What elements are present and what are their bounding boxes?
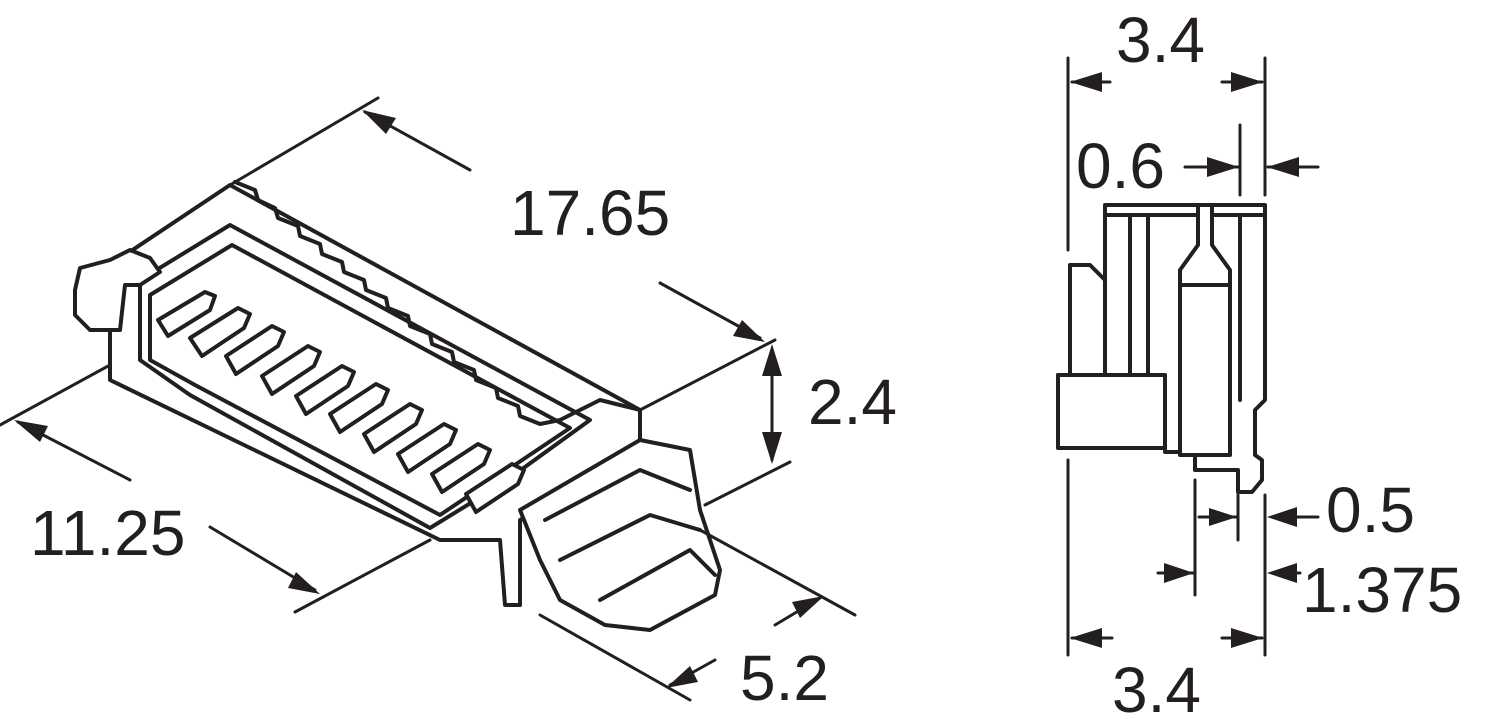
contact bbox=[362, 402, 424, 454]
dim-label-5-2: 5.2 bbox=[740, 642, 829, 714]
ext-line-bottom bbox=[703, 460, 792, 507]
arrow-head bbox=[1070, 72, 1102, 92]
dim-17-65: 17.65 bbox=[228, 96, 777, 412]
contact bbox=[464, 462, 526, 514]
side-contact-pin bbox=[1178, 203, 1232, 457]
arrow-head bbox=[1231, 72, 1263, 92]
dim-2-4: 2.4 bbox=[703, 344, 897, 507]
arrow-head bbox=[792, 596, 824, 618]
dim-label-1-375: 1.375 bbox=[1302, 554, 1462, 626]
contact bbox=[430, 442, 492, 494]
arrow-head bbox=[288, 572, 320, 594]
ext-line-right bbox=[698, 528, 857, 617]
dim-3-4-bottom: 3.4 bbox=[1066, 458, 1264, 719]
arrow-head bbox=[1207, 157, 1239, 177]
ext-line-left bbox=[0, 363, 112, 427]
dim-label-11-25: 11.25 bbox=[30, 497, 185, 569]
contact bbox=[188, 306, 252, 358]
arrow-head bbox=[762, 432, 782, 464]
arrow-head bbox=[762, 344, 782, 376]
dim-5-2: 5.2 bbox=[538, 528, 857, 714]
actuator-ridge-1 bbox=[543, 468, 692, 522]
arrow-head bbox=[14, 420, 48, 442]
contact bbox=[396, 422, 458, 474]
side-profile bbox=[1056, 203, 1267, 494]
housing-cavity-inner bbox=[148, 243, 572, 517]
contacts bbox=[156, 290, 526, 514]
dim-label-17-65: 17.65 bbox=[510, 177, 670, 249]
actuator-ridge-2 bbox=[558, 513, 702, 562]
contact bbox=[260, 344, 322, 396]
dim-label-0-5: 0.5 bbox=[1326, 474, 1415, 546]
ext-line-left bbox=[228, 96, 380, 187]
side-view: 3.4 0.6 0.5 1.375 bbox=[1056, 4, 1462, 719]
ext-line-right bbox=[293, 538, 432, 614]
arrow-head bbox=[1267, 563, 1297, 583]
right-actuator bbox=[518, 438, 722, 632]
dim-label-0-6: 0.6 bbox=[1076, 130, 1165, 202]
arrow-head bbox=[1231, 628, 1263, 648]
ext-line-left bbox=[538, 613, 692, 702]
contact bbox=[224, 324, 286, 376]
arrow-head bbox=[1164, 563, 1194, 583]
ext-line-right bbox=[638, 338, 777, 412]
contact bbox=[294, 364, 356, 416]
isometric-view: 17.65 2.4 11.25 5.2 bbox=[0, 96, 897, 714]
left-latch bbox=[73, 248, 162, 332]
dim-label-2-4: 2.4 bbox=[808, 366, 897, 438]
contact bbox=[328, 382, 390, 434]
dim-0-6: 0.6 bbox=[1076, 123, 1320, 202]
arrow-head bbox=[1267, 507, 1297, 527]
arrow-head bbox=[362, 110, 396, 134]
arrow-head bbox=[1070, 628, 1102, 648]
housing-rear-teeth bbox=[233, 180, 642, 426]
arrow-head bbox=[1267, 157, 1299, 177]
contact bbox=[156, 290, 217, 338]
arrow-head bbox=[733, 320, 765, 342]
dim-label-3-4-top: 3.4 bbox=[1116, 4, 1205, 76]
dim-0-5: 0.5 bbox=[1193, 474, 1415, 657]
dim-1-375: 1.375 bbox=[1156, 554, 1462, 626]
dim-11-25: 11.25 bbox=[0, 363, 432, 614]
actuator-ridge-3 bbox=[598, 548, 717, 602]
housing-cavity bbox=[138, 223, 592, 530]
arrow-head bbox=[1209, 508, 1237, 526]
dim-label-3-4-bottom: 3.4 bbox=[1112, 654, 1201, 719]
arrow-head bbox=[666, 666, 698, 688]
dim-3-4-top: 3.4 bbox=[1066, 4, 1267, 252]
